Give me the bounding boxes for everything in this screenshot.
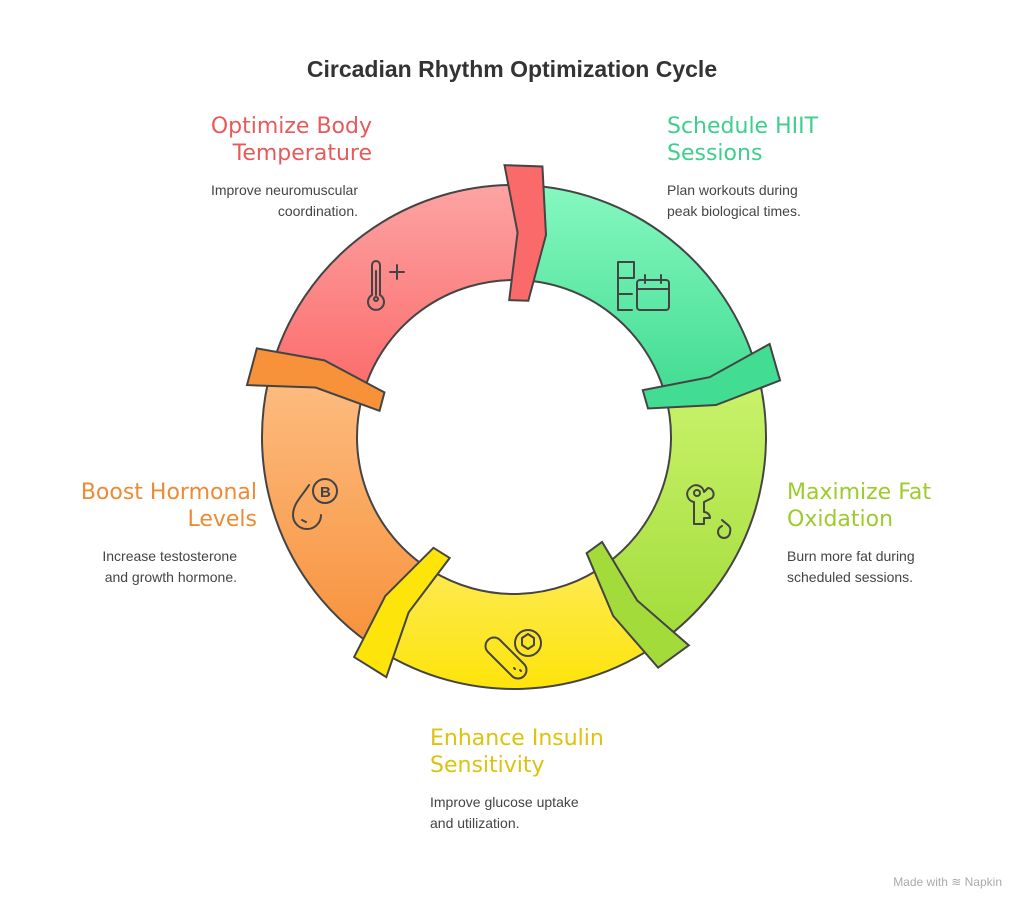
- stage-desc-temperature: Improve neuromuscular coordination.: [140, 180, 358, 222]
- label-line: Schedule HIIT: [667, 114, 819, 139]
- label-line: Oxidation: [787, 507, 894, 532]
- napkin-watermark[interactable]: Made with ≋ Napkin: [893, 875, 1002, 889]
- desc-line: Plan workouts during: [667, 182, 798, 198]
- napkin-logo-icon: ≋: [951, 875, 962, 889]
- label-line: Boost Hormonal: [80, 480, 257, 505]
- label-line: Enhance Insulin: [430, 726, 604, 751]
- insulin-pill-icon: [484, 629, 542, 680]
- desc-line: Burn more fat during: [787, 548, 915, 564]
- label-line: Maximize Fat: [787, 480, 931, 505]
- stage-desc-hormone: Increase testosterone and growth hormone…: [20, 546, 237, 588]
- svg-text:B: B: [320, 484, 331, 501]
- stage-title-insulin: Enhance Insulin Sensitivity: [430, 725, 690, 779]
- label-line: Temperature: [232, 141, 372, 166]
- label-line: Sessions: [667, 141, 763, 166]
- desc-line: Improve glucose uptake: [430, 794, 579, 810]
- desc-line: and growth hormone.: [104, 569, 237, 585]
- connector-hormone: [245, 347, 386, 413]
- label-line: Sensitivity: [430, 753, 545, 778]
- desc-line: Increase testosterone: [102, 548, 237, 564]
- label-line: Levels: [187, 507, 257, 532]
- schedule-calendar-icon: [617, 261, 670, 311]
- desc-line: peak biological times.: [667, 203, 801, 219]
- stage-title-hormone: Boost Hormonal Levels: [20, 479, 257, 533]
- diagram-title: Circadian Rhythm Optimization Cycle: [306, 56, 718, 82]
- connector-fat: [585, 540, 691, 670]
- stage-title-hiit: Schedule HIIT Sessions: [667, 113, 927, 167]
- hormone-drop-icon: B: [292, 478, 338, 530]
- connector-insulin: [352, 546, 452, 679]
- desc-line: and utilization.: [430, 815, 520, 831]
- stage-desc-insulin: Improve glucose uptake and utilization.: [430, 792, 680, 834]
- stage-title-temperature: Optimize Body Temperature: [150, 113, 372, 167]
- stage-desc-fat: Burn more fat during scheduled sessions.: [787, 546, 1007, 588]
- thermometer-plus-icon: [367, 260, 405, 311]
- label-line: Optimize Body: [210, 114, 372, 139]
- desc-line: scheduled sessions.: [787, 569, 914, 585]
- desc-line: coordination.: [277, 203, 358, 219]
- napkin-brand-text: Napkin: [964, 875, 1002, 889]
- connector-hiit: [641, 342, 782, 410]
- made-with-text: Made with: [893, 875, 948, 889]
- fat-burn-icon: [686, 484, 732, 539]
- stage-desc-hiit: Plan workouts during peak biological tim…: [667, 180, 917, 222]
- stage-title-fat: Maximize Fat Oxidation: [787, 479, 1007, 533]
- desc-line: Improve neuromuscular: [210, 182, 358, 198]
- connector-temp: [503, 164, 547, 302]
